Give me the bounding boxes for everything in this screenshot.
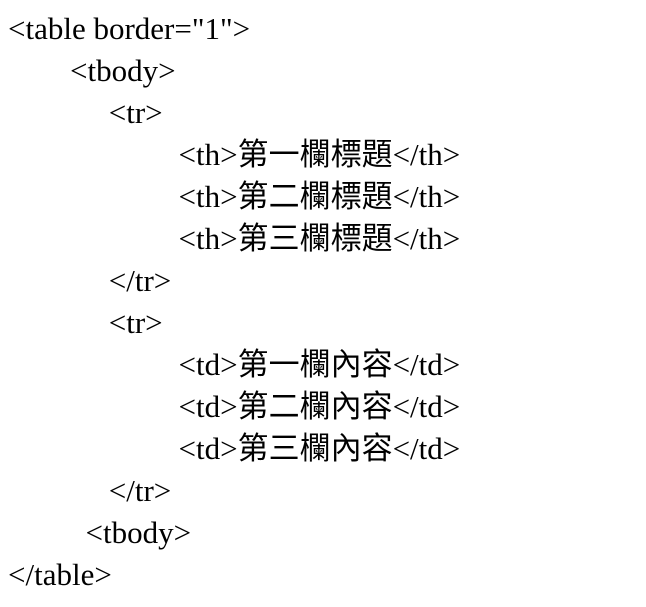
code-line-th-1: <th>第一欄標題</th>: [8, 137, 461, 172]
code-line-td-1: <td>第一欄內容</td>: [8, 347, 461, 382]
code-line-tbody-2: <tbody>: [8, 515, 192, 550]
code-line-table-open: <table border="1">: [8, 11, 251, 46]
code-line-th-3: <th>第三欄標題</th>: [8, 221, 461, 256]
code-line-td-3: <td>第三欄內容</td>: [8, 431, 461, 466]
code-line-table-close: </table>: [8, 557, 112, 592]
code-line-tr-open-2: <tr>: [8, 305, 163, 340]
code-line-tr-close-2: </tr>: [8, 473, 172, 508]
code-line-td-2: <td>第二欄內容</td>: [8, 389, 461, 424]
code-line-th-2: <th>第二欄標題</th>: [8, 179, 461, 214]
code-line-tr-close-1: </tr>: [8, 263, 172, 298]
code-line-tr-open-1: <tr>: [8, 95, 163, 130]
code-line-tbody-open: <tbody>: [8, 53, 176, 88]
